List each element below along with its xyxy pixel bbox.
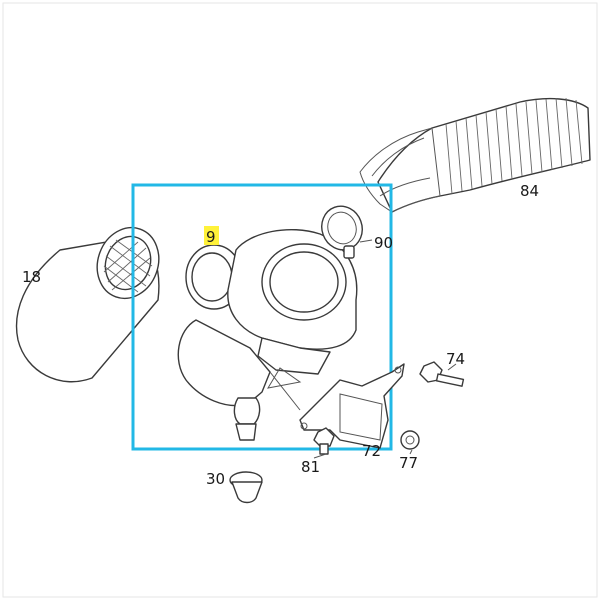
highlight-frame: [131, 183, 393, 451]
part-30-rubber-cap[interactable]: [229, 471, 263, 504]
leader-lines: [313, 239, 457, 459]
label-part-72: 72: [362, 442, 381, 460]
part-74-bolt[interactable]: [419, 361, 465, 387]
label-part-77: 77: [399, 454, 418, 472]
part-72-bracket[interactable]: [299, 363, 405, 449]
part-90-hose-clamp[interactable]: [316, 200, 369, 259]
part-81-bolt[interactable]: [313, 427, 335, 455]
label-part-9: 9: [206, 228, 216, 246]
label-part-30: 30: [206, 470, 225, 488]
part-18-filter-element[interactable]: [15, 219, 169, 383]
part-84-intake-hose[interactable]: [359, 97, 591, 213]
label-part-84: 84: [520, 182, 539, 200]
label-9-highlight: [204, 226, 219, 245]
label-part-81: 81: [301, 458, 320, 476]
label-part-74: 74: [446, 350, 465, 368]
label-part-18: 18: [22, 268, 41, 286]
part-77-nut[interactable]: [400, 430, 420, 450]
part-9-filter-housing[interactable]: [131, 183, 393, 451]
label-part-90: 90: [374, 234, 393, 252]
